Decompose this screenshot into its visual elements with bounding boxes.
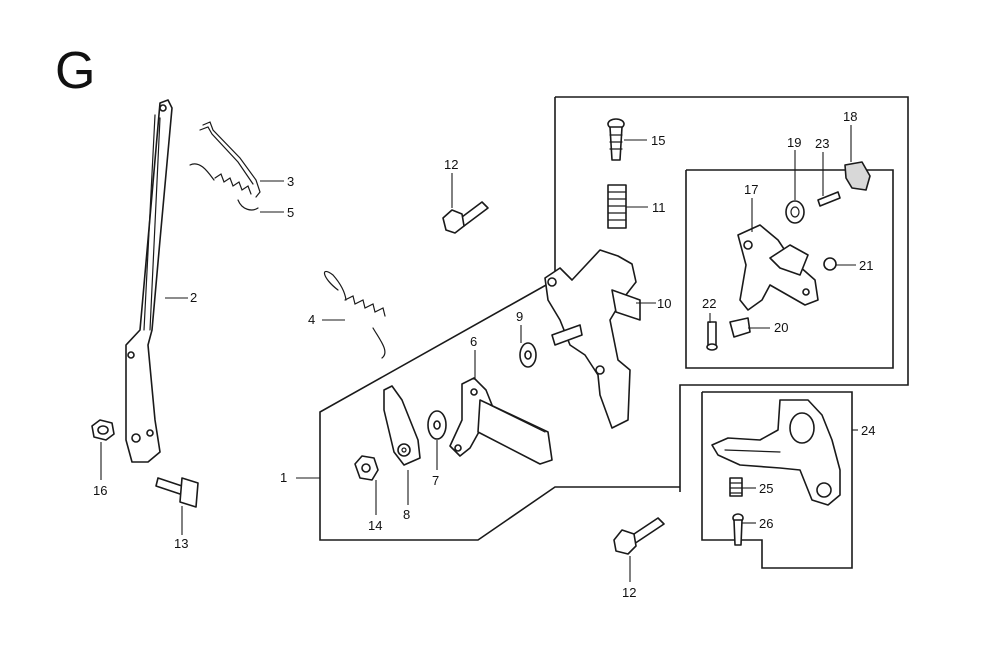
callout-19: 19: [787, 135, 801, 150]
part-17-bracket-plate: [737, 224, 819, 311]
callout-13: 13: [174, 536, 188, 551]
part-20-bolt: [729, 317, 751, 338]
callout-8: 8: [403, 507, 410, 522]
callout-16: 16: [93, 483, 107, 498]
part-11-spring: [607, 184, 627, 229]
part-14-nut: [354, 455, 379, 481]
callout-6: 6: [470, 334, 477, 349]
part-13-bolt: [155, 477, 199, 508]
callout-7: 7: [432, 473, 439, 488]
callout-4: 4: [308, 312, 315, 327]
callout-3: 3: [287, 174, 294, 189]
part-12-flange-bolt-bottom: [613, 517, 665, 555]
part-25-spring: [729, 477, 743, 497]
callout-10: 10: [657, 296, 671, 311]
part-15-screw: [607, 118, 625, 161]
part-8-lever-plate: [383, 385, 421, 466]
callout-21: 21: [859, 258, 873, 273]
part-12-flange-bolt-top: [442, 201, 489, 234]
part-4-spring: [324, 270, 386, 359]
part-24-plate: [711, 399, 841, 506]
callout-1: 1: [280, 470, 287, 485]
callout-18: 18: [843, 109, 857, 124]
callout-14: 14: [368, 518, 382, 533]
callout-17: 17: [744, 182, 758, 197]
part-3-rod: [199, 121, 261, 198]
callout-12-top: 12: [444, 157, 458, 172]
callout-25: 25: [759, 481, 773, 496]
callout-5: 5: [287, 205, 294, 220]
part-19-clip: [785, 200, 805, 224]
part-22-screw: [706, 321, 718, 351]
section-letter: G: [55, 42, 95, 100]
callout-labels: 1 2 3 4 5 6 7 8 9 10 11 12 12 13 14 15 1…: [93, 109, 875, 600]
part-6-bracket: [449, 377, 553, 465]
part-9-washer: [519, 342, 537, 368]
part-23-screw: [817, 191, 841, 207]
part-7-washer: [427, 410, 447, 440]
callout-15: 15: [651, 133, 665, 148]
callout-26: 26: [759, 516, 773, 531]
callout-20: 20: [774, 320, 788, 335]
part-18-clip: [844, 161, 871, 191]
leader-lines: [100, 125, 858, 582]
callout-12-bottom: 12: [622, 585, 636, 600]
part-26-screw: [732, 513, 744, 546]
callout-11: 11: [652, 200, 666, 215]
callout-9: 9: [516, 309, 523, 324]
part-16-nut: [91, 419, 115, 441]
callout-24: 24: [861, 423, 875, 438]
part-2-control-lever: [125, 99, 173, 463]
part-5-spring: [189, 163, 259, 211]
callout-2: 2: [190, 290, 197, 305]
part-10-bracket: [544, 249, 641, 429]
callout-22: 22: [702, 296, 716, 311]
part-21-nut: [823, 257, 837, 271]
callout-23: 23: [815, 136, 829, 151]
